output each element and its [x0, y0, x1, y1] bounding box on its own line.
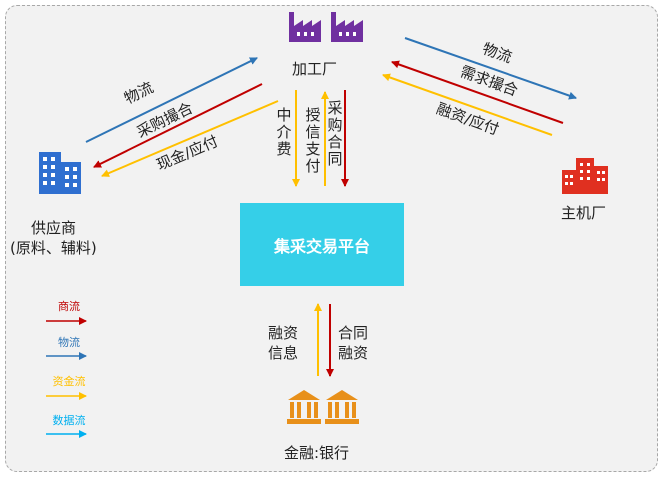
- supplier-building-icon: [39, 152, 81, 194]
- arrow-factory-to-supplier-payment: [101, 100, 279, 177]
- legend-item-capital: 资金流: [44, 373, 94, 389]
- legend-label-logistics: 物流: [58, 336, 80, 349]
- supplier-label-detail: (原料、辅料): [10, 239, 97, 257]
- platform-box: 集采交易平台: [240, 203, 404, 286]
- legend-item-data: 数据流: [44, 412, 94, 428]
- flow-label-bank-contract: 合同融资: [338, 324, 369, 362]
- arrow-supplier-to-factory-logistics: [85, 57, 258, 143]
- arrow-oem-to-factory-financing: [382, 73, 553, 136]
- arrow-factory-to-oem-logistics: [404, 37, 577, 100]
- platform-label: 集采交易平台: [273, 236, 370, 256]
- legend-label-business: 商流: [58, 300, 80, 313]
- legend-label-capital: 资金流: [52, 375, 86, 388]
- oem-label: 主机厂: [561, 204, 607, 222]
- bank-label: 金融:银行: [284, 444, 350, 462]
- factory-label: 加工厂: [292, 60, 338, 78]
- bank-icon: [287, 390, 359, 424]
- factory-icon: [289, 12, 363, 42]
- legend-item-business: 商流: [44, 298, 94, 314]
- flow-label-fee: 中介费: [276, 106, 292, 158]
- flow-label-contract: 采购合同: [327, 99, 343, 168]
- arrow-factory-to-supplier-purchase: [93, 83, 263, 168]
- flow-label-bank-info: 融资信息: [268, 324, 299, 362]
- arrow-oem-to-factory-demand: [391, 60, 564, 124]
- supplier-label: 供应商: [31, 219, 77, 237]
- flow-label-credit: 授信支付: [305, 106, 321, 175]
- legend-item-logistics: 物流: [44, 334, 94, 350]
- legend-label-data: 数据流: [52, 414, 86, 427]
- oem-building-icon: [562, 158, 608, 194]
